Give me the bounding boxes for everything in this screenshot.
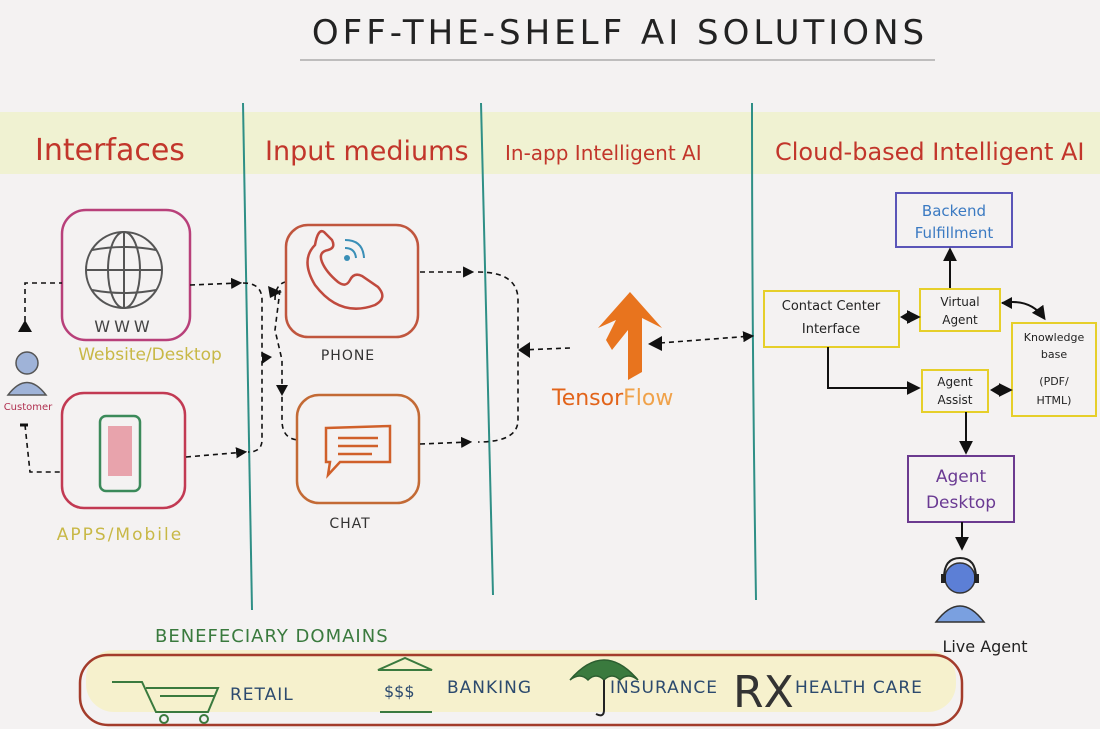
arrow-chat-out xyxy=(419,436,473,448)
svg-text:Agent: Agent xyxy=(937,375,973,389)
arrow-website-to-bus xyxy=(189,277,243,289)
svg-text:Agent: Agent xyxy=(942,313,978,327)
svg-text:Desktop: Desktop xyxy=(926,493,996,513)
column-divider-1 xyxy=(242,102,253,611)
heading-interfaces: Interfaces xyxy=(35,133,185,168)
svg-text:Interface: Interface xyxy=(802,322,860,337)
arrow-tensorflow-contact xyxy=(659,331,755,344)
bus-arrowhead-b xyxy=(262,352,272,364)
column-divider-3 xyxy=(751,102,757,601)
arrow-customer-website xyxy=(24,282,62,330)
chat-input xyxy=(295,393,421,505)
live-agent-headset-icon xyxy=(934,556,986,623)
arrow-customer-apps xyxy=(24,424,62,473)
heading-input-mediums: Input mediums xyxy=(265,136,469,167)
live-agent-label: Live Agent xyxy=(942,637,1027,656)
tensorflow-right-arrowhead xyxy=(648,336,662,351)
bank-icon xyxy=(377,656,433,713)
website-interface: WWW xyxy=(60,208,192,342)
header-highlight xyxy=(0,112,1100,174)
customer-arrow-up xyxy=(18,320,32,332)
mobile-phone-icon xyxy=(98,414,142,493)
bus-to-phone xyxy=(274,281,286,301)
domains-highlight xyxy=(86,650,956,712)
globe-icon xyxy=(85,231,163,309)
svg-text:Knowledge: Knowledge xyxy=(1024,331,1085,344)
agent-assist-box: Agent Assist xyxy=(921,369,989,413)
column-divider-2 xyxy=(480,102,494,596)
knowledge-base-box: Knowledge base (PDF/ HTML) xyxy=(1011,322,1097,417)
apps-interface xyxy=(60,391,187,510)
domain-health-care: HEALTH CARE xyxy=(795,678,923,698)
arrow-contact-assist xyxy=(827,347,921,395)
umbrella-icon xyxy=(569,659,639,717)
rx-icon: RX xyxy=(733,667,794,718)
domains-heading: BENEFECIARY DOMAINS xyxy=(155,626,389,647)
tensorflow-logo-icon xyxy=(598,292,662,380)
bus-arrowhead-a xyxy=(268,286,282,298)
phone-label: PHONE xyxy=(321,348,375,364)
svg-text:(PDF/: (PDF/ xyxy=(1039,375,1069,388)
tensorflow-text: TensorFlow xyxy=(551,386,673,411)
svg-text:base: base xyxy=(1041,348,1067,361)
virtual-agent-box: Virtual Agent xyxy=(919,288,1001,332)
banking-symbol: $$$ xyxy=(384,682,415,701)
phone-icon xyxy=(306,230,384,310)
apps-label: APPS/Mobile xyxy=(57,525,183,545)
svg-text:HTML): HTML) xyxy=(1037,394,1072,407)
bus-center xyxy=(274,289,301,441)
domain-retail: RETAIL xyxy=(230,685,294,705)
bus-arrowhead-c xyxy=(276,385,288,396)
arrowhead-assist-knowledge-back xyxy=(990,384,1000,396)
customer-avatar-icon xyxy=(6,351,48,396)
bus-left xyxy=(242,282,263,453)
page-title: OFF-THE-SHELF AI SOLUTIONS xyxy=(312,13,928,53)
contact-center-box: Contact Center Interface xyxy=(763,290,900,348)
heading-cloud-ai: Cloud-based Intelligent AI xyxy=(775,138,1085,166)
phone-input xyxy=(284,223,420,339)
backend-fulfillment-box: Backend Fulfillment xyxy=(895,192,1013,248)
chat-bubble-icon xyxy=(324,424,392,479)
agent-desktop-box: Agent Desktop xyxy=(907,455,1015,523)
svg-text:Backend: Backend xyxy=(922,202,986,220)
svg-text:Fulfillment: Fulfillment xyxy=(915,224,994,242)
chat-label: CHAT xyxy=(329,516,370,532)
website-screen-text: WWW xyxy=(94,317,153,336)
svg-text:Contact Center: Contact Center xyxy=(782,299,881,314)
shopping-cart-icon xyxy=(112,681,220,724)
domain-banking: BANKING xyxy=(447,678,532,698)
svg-text:Assist: Assist xyxy=(937,393,972,407)
domain-insurance: INSURANCE xyxy=(610,678,718,698)
heading-in-app-ai: In-app Intelligent AI xyxy=(505,141,702,165)
customer-label: Customer xyxy=(4,402,53,413)
arrow-apps-to-bus xyxy=(185,447,248,459)
website-label: Website/Desktop xyxy=(78,345,222,365)
arrowhead-virtual-knowledge-back xyxy=(1001,297,1012,309)
svg-text:Agent: Agent xyxy=(936,467,987,487)
arrowhead-contact-virtual-back xyxy=(900,311,910,323)
tensorflow-left-arrowhead xyxy=(518,342,530,358)
bus-right xyxy=(477,271,519,443)
domains-border xyxy=(78,653,964,727)
svg-text:Virtual: Virtual xyxy=(940,295,979,309)
